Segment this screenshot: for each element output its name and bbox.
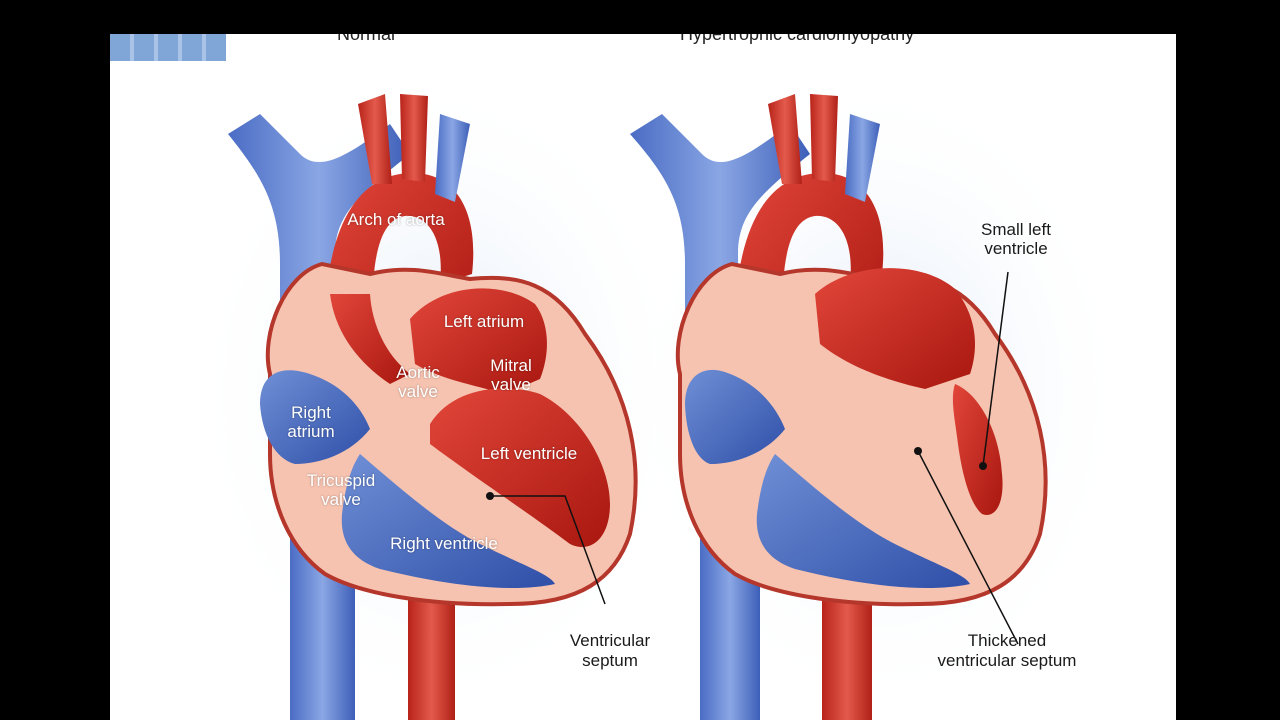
label-aortic-valve-2: valve bbox=[398, 382, 438, 401]
label-left-ventricle: Left ventricle bbox=[480, 444, 578, 463]
normal-title: Normal bbox=[337, 34, 396, 44]
label-right-atrium-2: atrium bbox=[287, 422, 335, 441]
label-thickened-septum-2: ventricular septum bbox=[937, 651, 1077, 670]
normal-heart bbox=[190, 74, 690, 720]
hcm-title: Hypertrophic cardiomyopathy bbox=[680, 34, 915, 44]
slide: Normal Hypertrophic cardiomyopathy bbox=[110, 34, 1176, 720]
label-right-ventricle: Right ventricle bbox=[390, 534, 498, 553]
hcm-heart bbox=[630, 74, 1130, 720]
label-mitral-valve-1: Mitral bbox=[490, 356, 532, 375]
label-tricuspid-valve-2: valve bbox=[321, 490, 361, 509]
label-ventricular-septum-2: septum bbox=[582, 651, 638, 670]
label-left-atrium: Left atrium bbox=[443, 312, 525, 331]
label-thickened-septum-1: Thickened bbox=[967, 631, 1047, 650]
label-small-left-ventricle-2: ventricle bbox=[984, 239, 1048, 258]
label-mitral-valve-2: valve bbox=[491, 375, 531, 394]
label-tricuspid-valve-1: Tricuspid bbox=[306, 471, 376, 490]
heart-illustration bbox=[190, 74, 1130, 720]
label-ventricular-septum-1: Ventricular bbox=[569, 631, 651, 650]
label-aortic-valve-1: Aortic bbox=[396, 363, 440, 382]
decorative-bar bbox=[110, 34, 226, 61]
label-arch-of-aorta: Arch of aorta bbox=[347, 210, 445, 229]
label-small-left-ventricle-1: Small left bbox=[981, 220, 1051, 239]
label-right-atrium-1: Right bbox=[291, 403, 331, 422]
